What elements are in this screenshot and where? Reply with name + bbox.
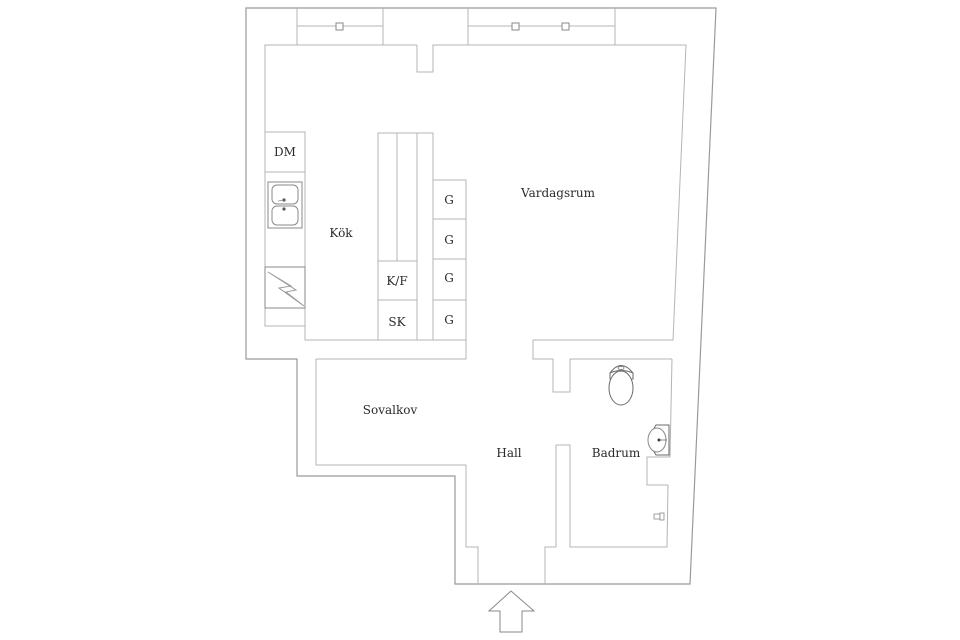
toilet-icon <box>608 365 634 406</box>
dishwasher-label: DM <box>274 145 296 159</box>
washbasin-icon <box>647 424 670 456</box>
stove-icon <box>264 266 306 309</box>
cupboard-label: G <box>444 313 454 327</box>
living-kitchen-inner-wall <box>264 44 467 360</box>
cupboard-label: G <box>444 233 454 247</box>
fridge-freezer-label: K/F <box>386 274 408 288</box>
cupboard-column <box>432 179 467 341</box>
cupboard-label: G <box>444 193 454 207</box>
room-label-kitchen: Kök <box>329 226 353 240</box>
window-right <box>467 8 616 45</box>
tall-cabinets <box>377 132 434 341</box>
cupboard-label: G <box>444 271 454 285</box>
alcove-inner-wall <box>315 359 479 584</box>
room-label-bedroom-alcove: Sovalkov <box>362 403 418 417</box>
window-left <box>296 8 384 45</box>
outer-wall <box>245 7 717 585</box>
double-sink-icon <box>267 181 303 229</box>
hall-right-wall <box>544 358 673 584</box>
room-label-living-room: Vardagsrum <box>521 186 595 200</box>
cabinet-label: SK <box>388 315 406 329</box>
entrance-arrow-icon <box>487 590 536 633</box>
room-label-hall: Hall <box>496 446 522 460</box>
room-label-bathroom: Badrum <box>591 446 641 460</box>
tap-icon <box>653 512 665 521</box>
